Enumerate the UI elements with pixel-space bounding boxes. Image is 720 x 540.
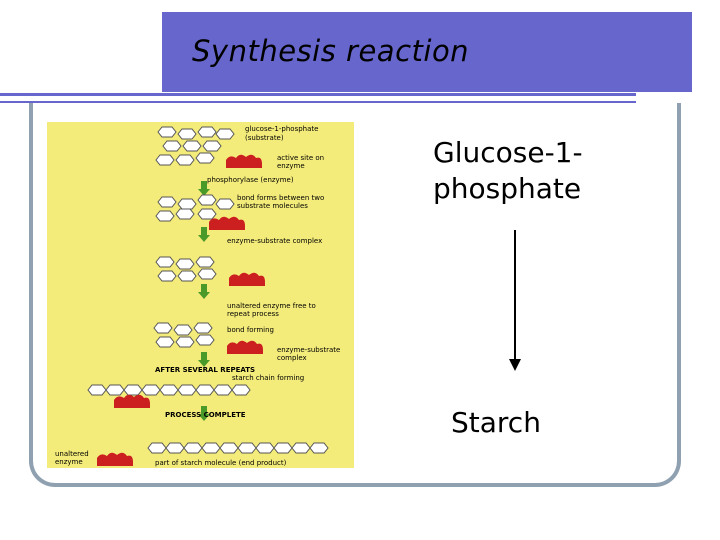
label-enzyme: phosphorylase (enzyme) [207, 176, 294, 184]
label-bond-forming: bond forming [227, 326, 274, 334]
label-substrate-sub: (substrate) [245, 134, 284, 142]
reaction-arrow-head [509, 359, 521, 371]
title-bar-left-gap [0, 12, 162, 92]
label-chain: starch chain forming [232, 374, 304, 382]
reaction-arrow-shaft [514, 230, 516, 360]
label-after: AFTER SEVERAL REPEATS [155, 366, 255, 374]
label-active-site-1: active site on [277, 154, 324, 162]
label-complete: PROCESS COMPLETE [165, 411, 246, 419]
slide-title: Synthesis reaction [192, 34, 470, 68]
label-active-site-2: enzyme [277, 162, 305, 170]
content-frame [29, 103, 681, 487]
label-complex2-1: enzyme-substrate [277, 346, 340, 354]
product-label: Starch [451, 406, 541, 439]
label-bond-forms-2: substrate molecules [237, 202, 308, 210]
label-unaltered-enzyme-2: enzyme [55, 458, 83, 466]
label-complex: enzyme-substrate complex [227, 237, 322, 245]
label-bond-forms-1: bond forms between two [237, 194, 324, 202]
stage3-molecules [155, 256, 265, 286]
reactant-line-1: Glucose-1- [433, 136, 583, 169]
label-unaltered-1: unaltered enzyme free to [227, 302, 316, 310]
label-unaltered-enzyme-1: unaltered [55, 450, 89, 458]
synthesis-diagram: glucose-1-phosphate (substrate) active s… [55, 125, 340, 467]
label-end-product: part of starch molecule (end product) [155, 459, 287, 467]
title-underline-thin [0, 101, 636, 103]
label-complex2-2: complex [277, 354, 307, 362]
arrow-4 [198, 352, 210, 367]
reactant-line-2: phosphate [433, 172, 582, 205]
synthesis-figure: glucose-1-phosphate (substrate) active s… [47, 122, 354, 468]
label-unaltered-2: repeat process [227, 310, 279, 318]
reactant-label: Glucose-1- phosphate [433, 135, 633, 207]
label-substrate: glucose-1-phosphate [245, 125, 318, 133]
arrow-3 [198, 284, 210, 299]
arrow-2 [198, 227, 210, 242]
title-underline [0, 93, 636, 96]
stage5-chain [87, 384, 251, 408]
stage2-molecules [155, 194, 245, 230]
